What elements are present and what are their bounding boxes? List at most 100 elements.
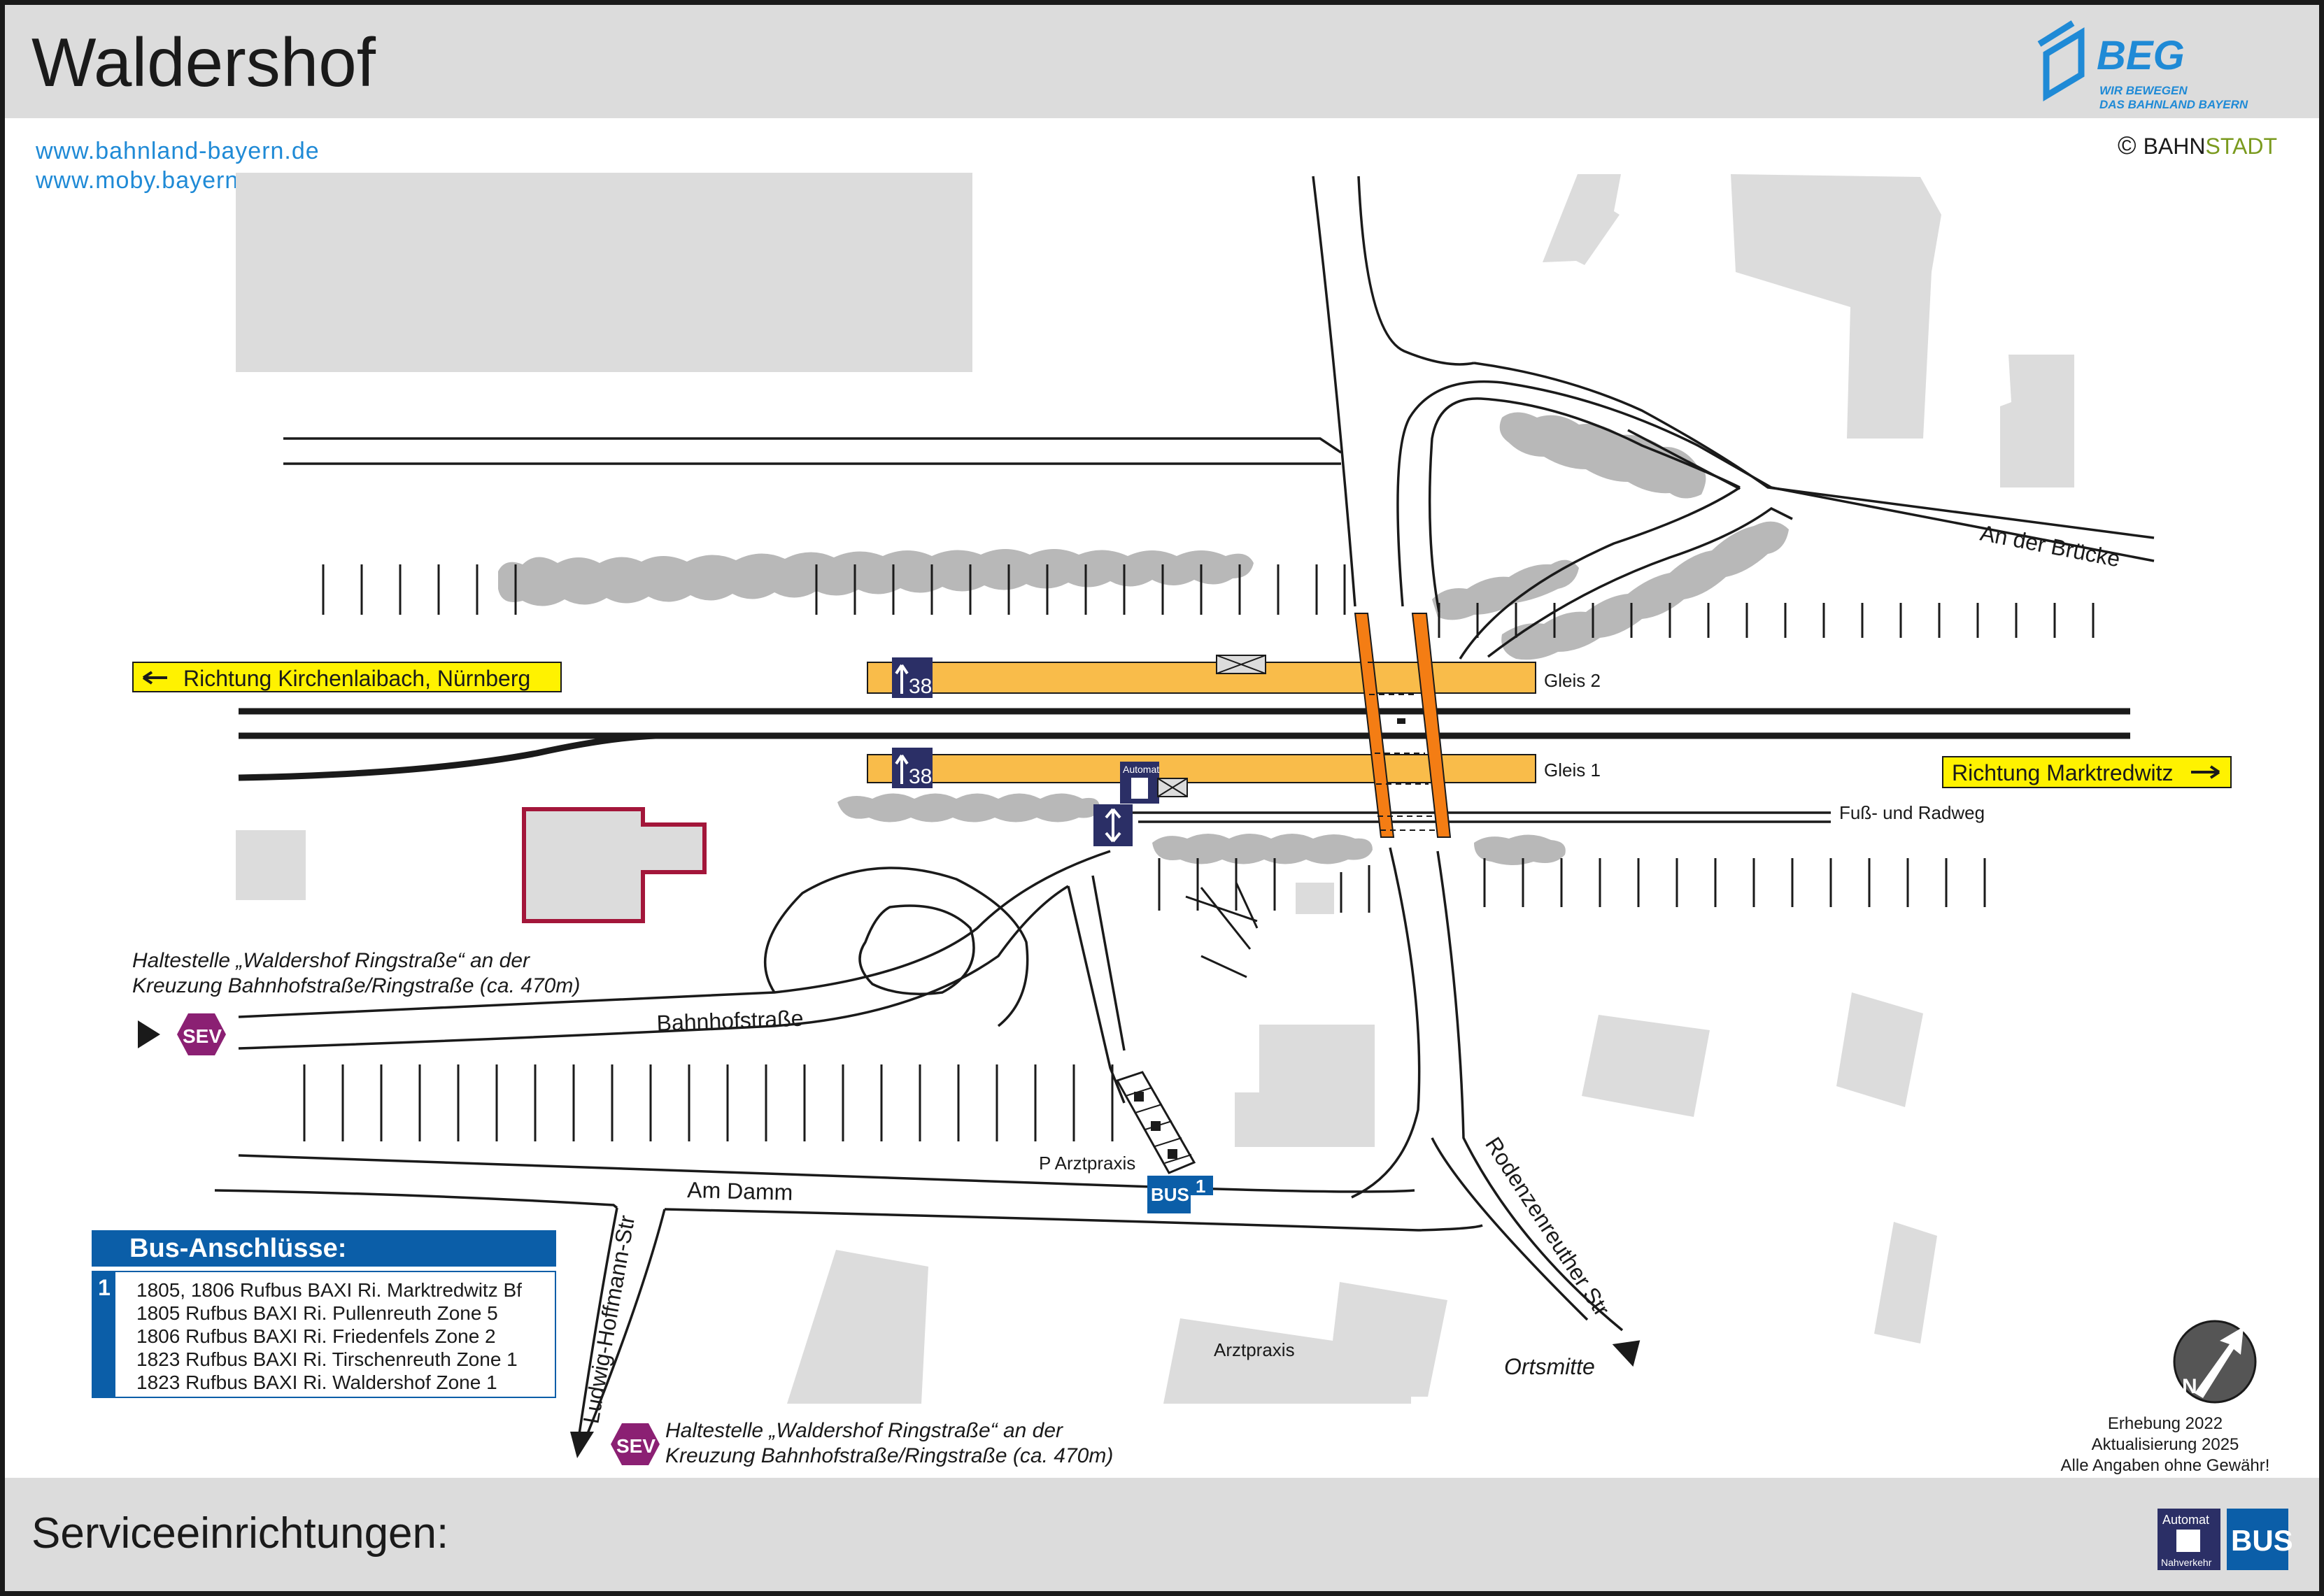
legend-line: 1823 Rufbus BAXI Ri. Tirschenreuth Zone … — [136, 1348, 518, 1370]
link-moby-bayern[interactable]: www.moby.bayern — [36, 167, 239, 194]
overpass-east-edge — [1411, 613, 1452, 838]
up-arrow-icon — [895, 664, 909, 694]
road-loop-outer — [1396, 380, 1772, 607]
copyright-symbol: © — [2118, 131, 2137, 159]
gleis-2-label: Gleis 2 — [1544, 670, 1601, 691]
bus-stop-1[interactable]: BUS 1 — [1147, 1176, 1213, 1213]
up-arrow-icon — [895, 754, 909, 784]
ticket-machine-label: Automat — [1123, 764, 1159, 775]
sev-stop-west-line2: Kreuzung Bahnhofstraße/Ringstraße (ca. 4… — [132, 974, 580, 997]
sev-stop-west-line1: Haltestelle „Waldershof Ringstraße“ an d… — [132, 949, 530, 972]
bridge-pillar — [1397, 718, 1405, 724]
road-parking-access-a — [1067, 885, 1126, 1104]
north-arrow-icon — [2195, 1327, 2244, 1398]
parking-label: P Arztpraxis — [1039, 1153, 1135, 1174]
platform-number-gleis-2: 38 — [909, 675, 932, 698]
tree-row-north — [498, 549, 1254, 606]
tree-row-east-upper — [1432, 560, 1579, 620]
road-ludwig-hoffmann-east — [584, 1209, 666, 1439]
roads — [214, 176, 2155, 1439]
parking-area: P Arztpraxis — [1039, 1071, 1196, 1174]
gleis-1-label: Gleis 1 — [1544, 760, 1601, 781]
platform-access-icons: 38 38 Automat — [892, 655, 1266, 846]
bus-stop-number-box — [1191, 1176, 1213, 1195]
legend-body: 1 1805, 1806 Rufbus BAXI Ri. Marktredwit… — [92, 1271, 556, 1398]
sev-badge-west-label: SEV — [183, 1025, 222, 1047]
tree-cluster-triangle — [1499, 412, 1706, 499]
bus-stop-icon[interactable] — [1147, 1176, 1191, 1213]
station-building — [522, 807, 707, 923]
arrow-sev-west-icon — [138, 1020, 160, 1048]
railway-fences — [303, 564, 2095, 1141]
footer-bar: Serviceeinrichtungen: — [5, 1478, 2319, 1591]
platform-access-icon-gleis-2[interactable] — [892, 657, 933, 698]
street-an-der-bruecke: An der Brücke — [1978, 520, 2123, 572]
survey-year: Erhebung 2022 — [2107, 1414, 2223, 1433]
road-north-upper — [283, 437, 1342, 454]
bus-stop-label: BUS — [1151, 1184, 1189, 1205]
track-siding — [238, 732, 656, 781]
tree-row-platform1 — [837, 793, 1100, 822]
road-bahnhofstrasse-south — [238, 885, 1069, 1050]
road-bahnhofstrasse-north — [238, 850, 1111, 1018]
sev-stop-south-line1: Haltestelle „Waldershof Ringstraße“ an d… — [665, 1419, 1063, 1442]
building-north-2 — [1731, 174, 1941, 439]
building-east-3 — [1874, 1222, 1937, 1344]
sev-badge-west[interactable] — [177, 1013, 226, 1055]
road-am-damm-west — [214, 1189, 618, 1209]
page-title: Waldershof — [31, 24, 376, 101]
direction-east-sign — [1942, 756, 2232, 788]
road-main-west-north — [1312, 176, 1356, 607]
credit-bahn: BAHN — [2143, 134, 2206, 159]
legend-line: 1805, 1806 Rufbus BAXI Ri. Marktredwitz … — [136, 1279, 522, 1301]
beg-tagline-2: DAS BAHNLAND BAYERN — [2099, 98, 2248, 111]
arrow-left-icon — [142, 671, 167, 685]
shelter-cross — [1216, 655, 1266, 674]
road-an-der-bruecke-north — [1473, 362, 2155, 539]
legend-stop-number: 1 — [93, 1272, 115, 1397]
ticket-machine-glyph — [1131, 778, 1148, 799]
path-fuss-radweg-label: Fuß- und Radweg — [1839, 802, 1985, 823]
road-ramp-b — [1487, 506, 1793, 658]
beg-logo-name: BEG — [2097, 33, 2185, 78]
bus-connections-legend: Bus-Anschlüsse: 1 1805, 1806 Rufbus BAXI… — [92, 1230, 556, 1398]
arztpraxis-label: Arztpraxis — [1214, 1339, 1295, 1360]
road-rodenzenreuther-west — [1431, 1137, 1589, 1321]
survey-update: Aktualisierung 2025 — [2091, 1435, 2239, 1454]
beg-logo: BEG WIR BEWEGEN DAS BAHNLAND BAYERN — [2037, 20, 2248, 111]
road-ramp-c — [1627, 429, 1741, 490]
direction-east-label: Richtung Marktredwitz — [1952, 760, 2174, 785]
road-am-damm-south — [664, 1208, 1483, 1232]
building-north-3 — [2000, 355, 2074, 487]
legend-line: 1823 Rufbus BAXI Ri. Waldershof Zone 1 — [136, 1371, 497, 1393]
road-main-east-north — [1357, 176, 1475, 366]
tree-row-east — [1501, 521, 1789, 660]
vegetation — [498, 412, 1789, 865]
road-an-der-bruecke-south — [1771, 486, 2155, 562]
building-north-1 — [1543, 174, 1621, 265]
platform-number-gleis-1: 38 — [909, 765, 932, 788]
platform-gleis-2 — [867, 662, 1536, 694]
street-rodenzenreuther: Rodenzenreuther Str — [1480, 1132, 1615, 1320]
bahnstadt-credit: © BAHNSTADT — [2118, 131, 2277, 160]
legend-line: 1805 Rufbus BAXI Ri. Pullenreuth Zone 5 — [136, 1302, 498, 1324]
sev-stop-south[interactable]: SEV Haltestelle „Waldershof Ringstraße“ … — [611, 1419, 1113, 1467]
road-end-arrows — [138, 1020, 1641, 1458]
sev-badge-south[interactable] — [611, 1423, 660, 1465]
building-kiosk — [1296, 883, 1334, 914]
sev-stop-south-line2: Kreuzung Bahnhofstraße/Ringstraße (ca. 4… — [665, 1444, 1113, 1467]
building-east-2 — [1836, 992, 1923, 1107]
arrow-ludwig-hoffmann-icon — [570, 1432, 594, 1458]
road-rodenzenreuther-east — [1436, 850, 1624, 1332]
link-bahnland-bayern[interactable]: www.bahnland-bayern.de — [36, 138, 320, 164]
beg-tagline-1: WIR BEWEGEN — [2099, 84, 2188, 97]
building-arztpraxis — [1163, 1282, 1447, 1404]
road-parking-access-b — [1091, 875, 1126, 1051]
arrow-ortsmitte-icon — [1612, 1340, 1641, 1367]
road-turn-loop-inner — [858, 904, 975, 996]
platform-access-icon-gleis-1[interactable] — [892, 748, 933, 788]
overpass-west-edge — [1354, 613, 1395, 838]
building-west-small — [236, 830, 306, 900]
sev-stop-west[interactable]: SEV Haltestelle „Waldershof Ringstraße“ … — [132, 949, 580, 1055]
